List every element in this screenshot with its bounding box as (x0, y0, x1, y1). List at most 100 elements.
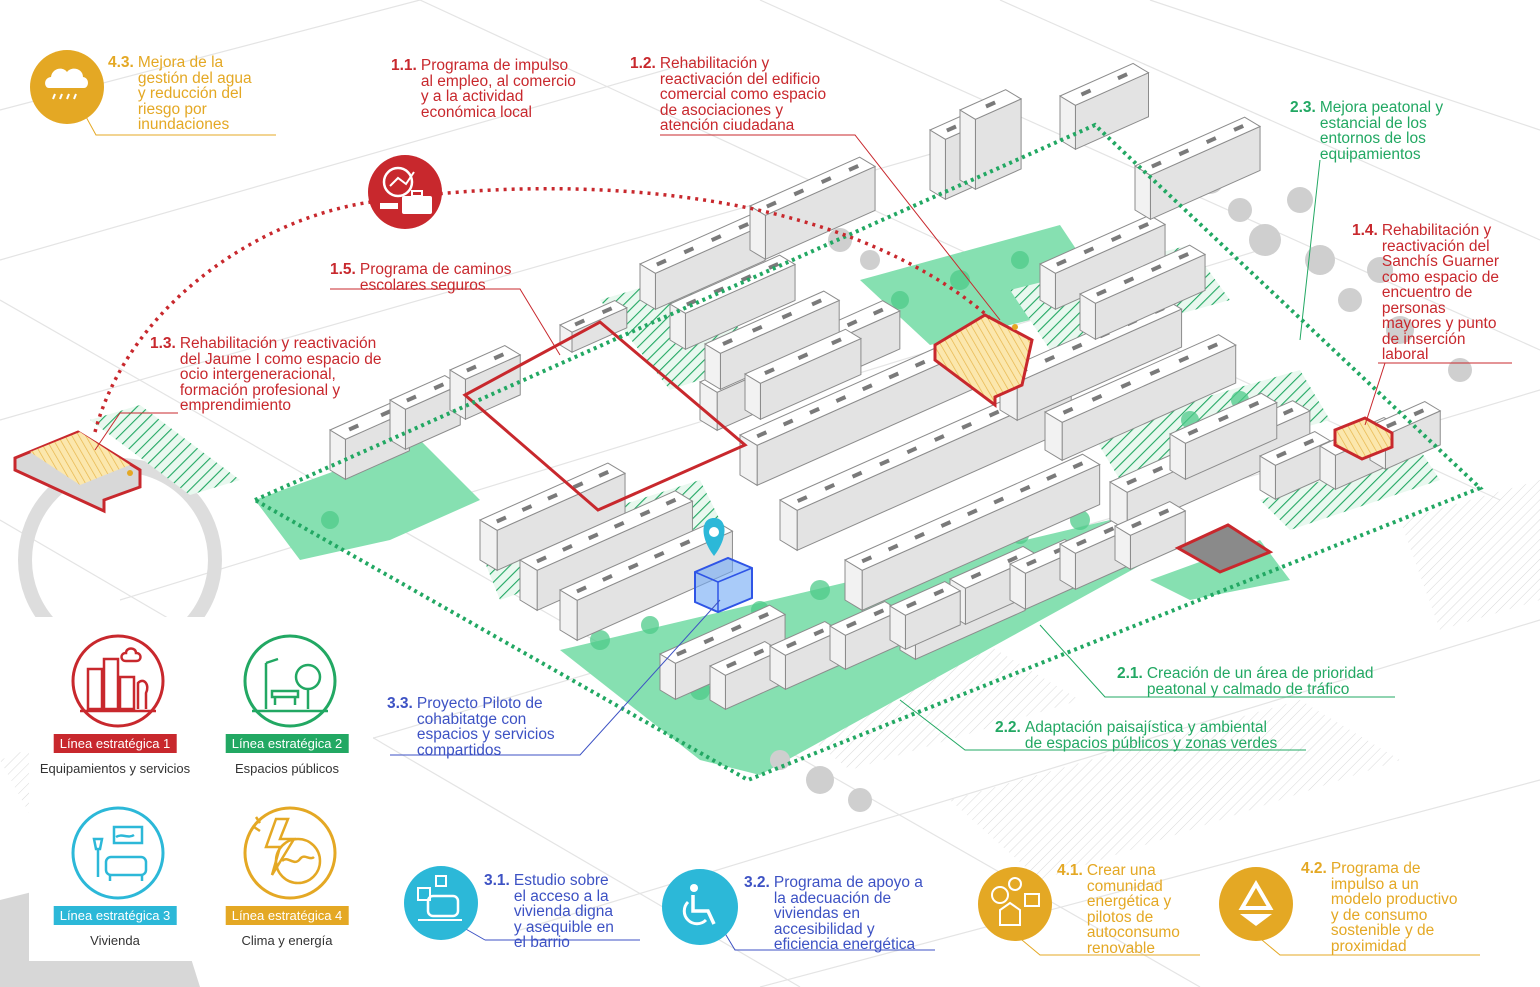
action-text: Mejora de la gestión del agua y reducció… (137, 54, 252, 133)
roof-window (933, 588, 945, 597)
roof-window (1138, 222, 1150, 230)
legend-name: Clima y energía (241, 933, 333, 948)
roof-window (751, 324, 763, 333)
roof-window (985, 100, 996, 109)
park-bench-icon (243, 634, 337, 728)
building-face (658, 604, 787, 664)
roof-window (970, 571, 982, 580)
roof-window (1149, 368, 1161, 376)
roof-window (1123, 276, 1135, 285)
wheelchair-icon (662, 869, 738, 945)
action-text: Proyecto Piloto de cohabitatge con espac… (416, 695, 555, 759)
action-text: Estudio sobre el acceso a la vivienda di… (513, 872, 614, 951)
action-1-2-label: 1.2.Rehabilitación y reactivación del ed… (630, 55, 827, 134)
action-3-3-label: 3.3.Proyecto Piloto de cohabitatge con e… (387, 695, 555, 759)
legend-name: Vivienda (90, 933, 140, 948)
action-2-3-label: 2.3.Mejora peatonal y estancial de los e… (1290, 99, 1444, 163)
roof-window (813, 628, 825, 637)
roof-window (1303, 438, 1315, 447)
roof-window (1026, 558, 1037, 567)
roof-window (495, 515, 507, 524)
roof-window (782, 418, 794, 427)
action-icons (30, 50, 1293, 945)
roof-window (740, 274, 752, 282)
roof-window (796, 495, 808, 503)
roof-window (848, 164, 860, 172)
roof-window (493, 352, 505, 361)
building-face (929, 129, 946, 201)
solar-energy-icon (978, 867, 1052, 941)
roof-window (665, 497, 677, 506)
action-text: Mejora peatonal y estancial de los entor… (1319, 99, 1444, 163)
roof-window (639, 509, 651, 518)
roof-window (1071, 342, 1083, 351)
roof-window (809, 406, 820, 415)
roof-window (587, 532, 599, 541)
roof-window (1076, 538, 1087, 547)
strategic-lines-legend: Línea estratégica 1 Equipamientos y serv… (29, 617, 373, 961)
roof-window (988, 409, 1000, 418)
city-buildings-icon (71, 634, 165, 728)
roof-window (380, 409, 392, 418)
roof-window (710, 234, 722, 242)
roof-window (348, 423, 360, 432)
action-text: Rehabilitación y reactivación del edific… (659, 55, 827, 134)
highlighted-buildings (13, 313, 1394, 614)
roof-window (966, 508, 978, 517)
legend-badge: Línea estratégica 3 (53, 906, 177, 925)
recycle-icon (1219, 867, 1293, 941)
roof-window (1178, 148, 1190, 157)
roof-window (1178, 355, 1190, 364)
roof-window (846, 620, 857, 629)
roof-window (933, 434, 945, 442)
roof-window (846, 319, 858, 328)
roof-window (730, 624, 742, 632)
roof-window (914, 531, 925, 540)
building-face (1078, 244, 1207, 304)
action-2-2-label: 2.2.Adaptación paisajística y ambiental … (995, 719, 1278, 752)
roof-window (1091, 393, 1103, 402)
action-1-5-label: 1.5.Programa de caminos escolares seguro… (330, 261, 512, 294)
climate-energy-icon (243, 806, 337, 900)
roof-window (1117, 72, 1128, 81)
roof-window (993, 496, 1005, 505)
roof-window (1205, 136, 1217, 144)
plot-red (1174, 523, 1274, 574)
action-1-3-label: 1.3.Rehabilitación y reactivación del Ja… (150, 335, 382, 414)
building-face (668, 254, 797, 314)
roof-window (1019, 484, 1031, 493)
roof-window (466, 364, 477, 373)
roof-window (906, 446, 918, 455)
roof-window (1120, 381, 1132, 389)
roof-window (811, 298, 823, 307)
roof-window (872, 307, 884, 316)
building-face (959, 109, 976, 191)
roof-window (406, 394, 417, 403)
roof-window (1080, 88, 1092, 97)
roof-window (1413, 408, 1425, 417)
building-face (703, 290, 841, 354)
action-4-3-label: 4.3.Mejora de la gestión del agua y redu… (108, 54, 252, 133)
action-text: Programa de impulso a un modelo producti… (1330, 860, 1458, 955)
roof-window (1386, 420, 1397, 429)
cohousing-pilot-block (694, 556, 753, 614)
roof-window (433, 382, 445, 391)
action-1-1-label: 1.1.Programa de impulso al empleo, al co… (391, 57, 576, 121)
roof-window (738, 222, 750, 230)
roof-window (764, 367, 775, 376)
legend-name: Espacios públicos (234, 761, 340, 776)
legend-line-1: Línea estratégica 1 Equipamientos y serv… (29, 617, 201, 789)
legend-line-3: Línea estratégica 3 Vivienda (29, 789, 201, 961)
roof-window (627, 562, 639, 571)
roof-window (1233, 124, 1245, 132)
roof-window (1218, 414, 1229, 423)
roof-window (820, 176, 832, 184)
intervention-boundary (250, 122, 1484, 783)
roof-window (786, 640, 797, 649)
housing-access-icon (404, 866, 478, 940)
roof-window (1178, 252, 1190, 260)
roof-window (562, 544, 573, 552)
leader-lines (84, 114, 1512, 956)
roof-window (703, 636, 715, 645)
roof-window (676, 648, 687, 657)
